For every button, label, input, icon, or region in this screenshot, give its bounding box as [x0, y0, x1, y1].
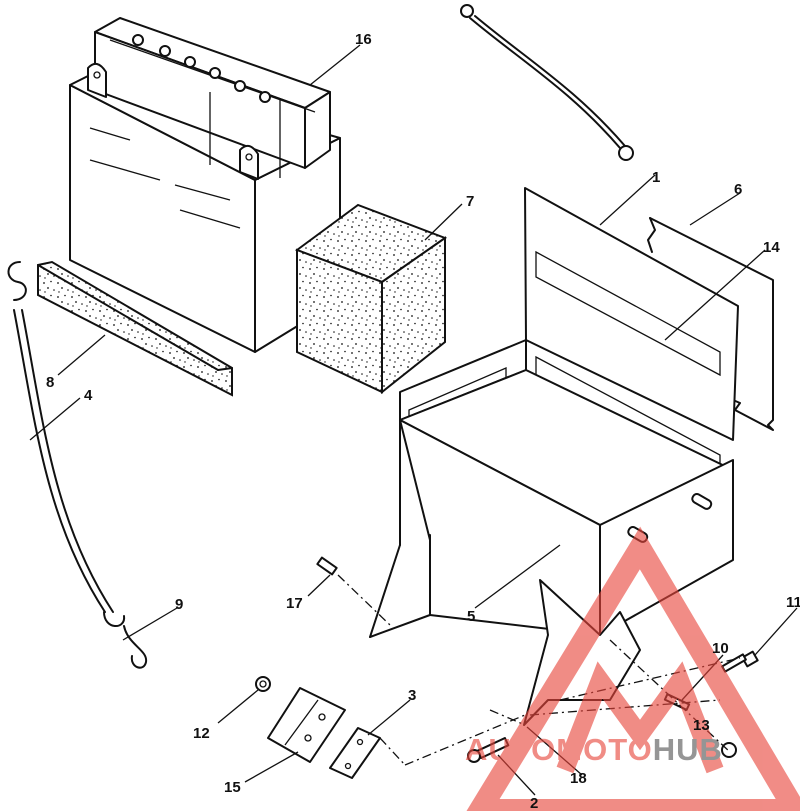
- foam-strip-part: [37, 260, 233, 397]
- watermark-triangle-logo: [466, 526, 800, 811]
- callout-labels: 1 2 3 4 5 6 7 8 9 10 11 12 13 14 15 16 1…: [46, 31, 800, 811]
- svg-text:AUTOMOTOHUB: AUTOMOTOHUB: [465, 732, 723, 767]
- fasteners: [255, 556, 759, 763]
- callout-14: 14: [763, 239, 780, 256]
- foam-block-part: [294, 203, 448, 395]
- callout-5: 5: [467, 608, 475, 625]
- callout-11: 11: [786, 594, 800, 611]
- callout-8: 8: [46, 374, 54, 391]
- watermark-m-mark: [556, 661, 724, 774]
- callout-13: 13: [693, 717, 710, 734]
- watermark-text-gray: HUB: [653, 732, 723, 767]
- callout-18: 18: [570, 770, 587, 787]
- battery-part: [69, 17, 341, 353]
- callout-7: 7: [466, 193, 474, 210]
- callout-16: 16: [355, 31, 372, 48]
- side-cover-part: [647, 217, 774, 431]
- callout-3: 3: [408, 687, 416, 704]
- callout-1: 1: [652, 169, 660, 186]
- callout-17: 17: [286, 595, 303, 612]
- callout-9: 9: [175, 596, 183, 613]
- hinge-bracket-part: [267, 687, 381, 779]
- callout-15: 15: [224, 779, 241, 796]
- watermark-text-red: AUTOMOTO: [465, 732, 653, 767]
- callout-4: 4: [84, 387, 93, 404]
- callout-12: 12: [193, 725, 210, 742]
- battery-cable-part: [7, 261, 148, 669]
- callout-6: 6: [734, 181, 742, 198]
- battery-tray-part: [369, 187, 739, 726]
- upper-cable-part: [460, 4, 634, 161]
- callout-10: 10: [712, 640, 729, 657]
- callout-2: 2: [530, 795, 538, 811]
- automotohub-watermark: AUTOMOTOHUB: [465, 526, 800, 811]
